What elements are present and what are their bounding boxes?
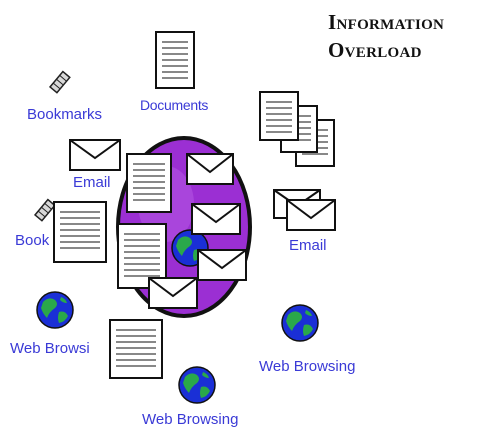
envelope-icon <box>285 198 337 232</box>
globe-icon <box>35 290 75 330</box>
title-line-2: Overload <box>328 38 422 62</box>
envelope-icon <box>147 276 199 310</box>
label-email-right: Email <box>289 237 327 254</box>
globe-icon <box>280 303 320 343</box>
bookmark-pin-icon <box>30 198 58 226</box>
globe-icon <box>177 365 217 405</box>
envelope-icon <box>196 248 248 282</box>
document-icon <box>52 200 108 264</box>
document-icon <box>258 90 302 144</box>
document-icon <box>154 30 196 90</box>
document-icon <box>108 318 164 380</box>
title-line-1: Information <box>328 10 445 34</box>
document-icon <box>125 152 173 214</box>
label-bookmarks: Bookmarks <box>27 106 103 123</box>
label-web-browsing-bottom: Web Browsing <box>142 411 239 428</box>
label-web-browsing-left: Web Browsi <box>10 340 90 357</box>
label-bookmarks-clipped: Book <box>15 232 50 249</box>
envelope-icon <box>185 152 235 186</box>
label-web-browsing-right: Web Browsing <box>259 358 356 375</box>
label-documents: Documents <box>140 97 209 113</box>
bookmark-pin-icon <box>45 70 73 98</box>
envelope-icon <box>68 138 122 172</box>
envelope-icon <box>190 202 242 236</box>
label-email-left: Email <box>73 174 111 191</box>
